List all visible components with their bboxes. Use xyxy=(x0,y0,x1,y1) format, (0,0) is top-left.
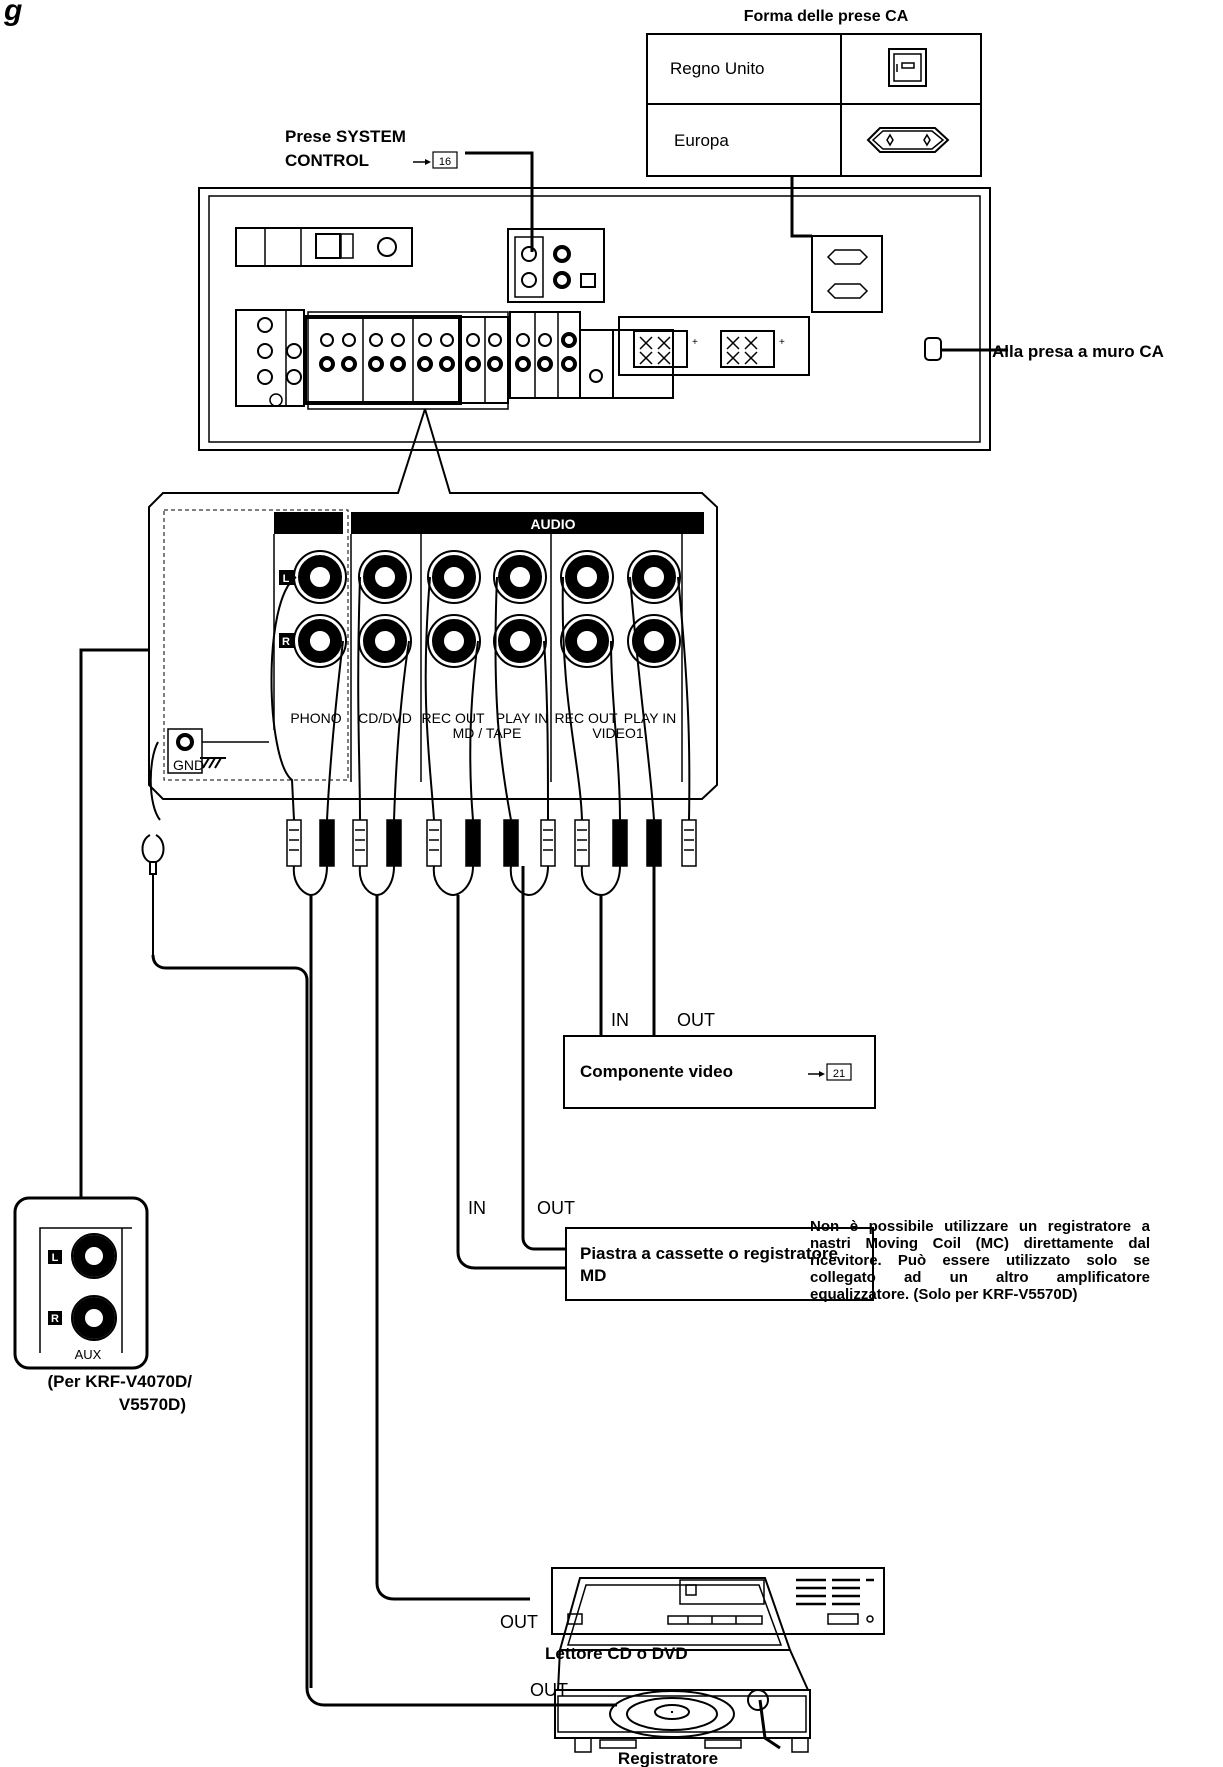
ac-shape-table xyxy=(646,33,982,177)
ground-spade-icon xyxy=(141,834,165,955)
tape-in-label: IN xyxy=(468,1198,486,1218)
panel-dashed-outline xyxy=(163,509,349,781)
book-ref-icon: 16 xyxy=(413,151,458,169)
panel-header-bar xyxy=(274,512,704,534)
channel-l-marker: L xyxy=(283,573,290,585)
turntable-illustration xyxy=(554,1577,811,1753)
europe-plug-icon xyxy=(866,127,950,153)
tape-deck-box xyxy=(565,1227,874,1301)
svg-text:+: + xyxy=(779,337,785,348)
jack-label-md-play-in: PLAY IN xyxy=(496,710,548,726)
cd-player-illustration xyxy=(551,1567,885,1635)
panel-audio-header: AUDIO xyxy=(530,516,575,532)
system-control-label-line1: Prese SYSTEM xyxy=(285,127,406,146)
book-ref-icon: 21 xyxy=(808,1063,852,1081)
video-out-label: OUT xyxy=(677,1010,715,1030)
ac-shape-europe-label: Europa xyxy=(674,131,729,150)
tape-deck-label-line1: Piastra a cassette o registratore xyxy=(580,1244,838,1263)
panel-dividers xyxy=(273,534,683,782)
svg-text:16: 16 xyxy=(439,156,451,168)
turntable-out-label: OUT xyxy=(530,1680,568,1700)
cd-player-label: Lettore CD o DVD xyxy=(545,1644,688,1663)
mc-cartridge-note: Non è possibile utilizzare un registrato… xyxy=(810,1218,1150,1303)
system-control-leader xyxy=(465,151,534,252)
aux-jack-box xyxy=(13,1196,149,1370)
heading-fragment: g xyxy=(3,0,22,27)
jack-label-video-rec-out: REC OUT xyxy=(555,710,618,726)
panel-jacks xyxy=(293,550,681,668)
aux-caption-line2: V5570D) xyxy=(119,1395,186,1414)
ac-shape-leader xyxy=(790,176,812,238)
long-cables xyxy=(79,648,656,1707)
speaker-terminals: + + xyxy=(639,336,785,365)
group-label-video1: VIDEO1 xyxy=(592,725,644,741)
receiver-audio-jacks xyxy=(319,332,603,383)
tape-out-label: OUT xyxy=(537,1198,575,1218)
aux-channel-r-marker: R xyxy=(51,1313,59,1325)
aux-caption-line1: (Per KRF-V4070D/ xyxy=(47,1372,192,1391)
jack-label-cd-dvd: CD/DVD xyxy=(358,710,412,726)
ac-shape-title: Forma delle prese CA xyxy=(744,8,909,25)
group-label-md-tape: MD / TAPE xyxy=(453,725,522,741)
svg-text:21: 21 xyxy=(833,1068,845,1080)
wall-outlet-label: Alla presa a muro CA xyxy=(992,342,1164,361)
aux-label: AUX xyxy=(75,1347,102,1362)
uk-plug-icon xyxy=(888,48,927,87)
cd-out-label: OUT xyxy=(500,1612,538,1632)
svg-text:+: + xyxy=(692,337,698,348)
gnd-label: GND xyxy=(173,757,204,773)
ground-icon xyxy=(200,757,226,769)
channel-r-marker: R xyxy=(282,636,290,648)
jack-label-video-play-in: PLAY IN xyxy=(624,710,676,726)
tape-deck-label-line2: MD xyxy=(580,1266,606,1285)
gnd-terminal xyxy=(176,733,194,751)
jack-label-md-rec-out: REC OUT xyxy=(422,710,485,726)
panel-to-plug-cables xyxy=(270,576,691,821)
receiver-rear-panel xyxy=(198,187,991,451)
aux-channel-l-marker: L xyxy=(52,1252,59,1264)
jack-label-phono: PHONO xyxy=(290,710,341,726)
plug-pair-loops xyxy=(292,865,621,897)
video-in-label: IN xyxy=(611,1010,629,1030)
turntable-label: Registratore xyxy=(618,1749,718,1767)
video-component-box xyxy=(563,1035,876,1109)
video-component-label: Componente video xyxy=(580,1062,733,1081)
rca-plugs xyxy=(286,819,697,867)
system-control-label-line2: CONTROL xyxy=(285,151,369,170)
ac-shape-uk-label: Regno Unito xyxy=(670,59,765,78)
